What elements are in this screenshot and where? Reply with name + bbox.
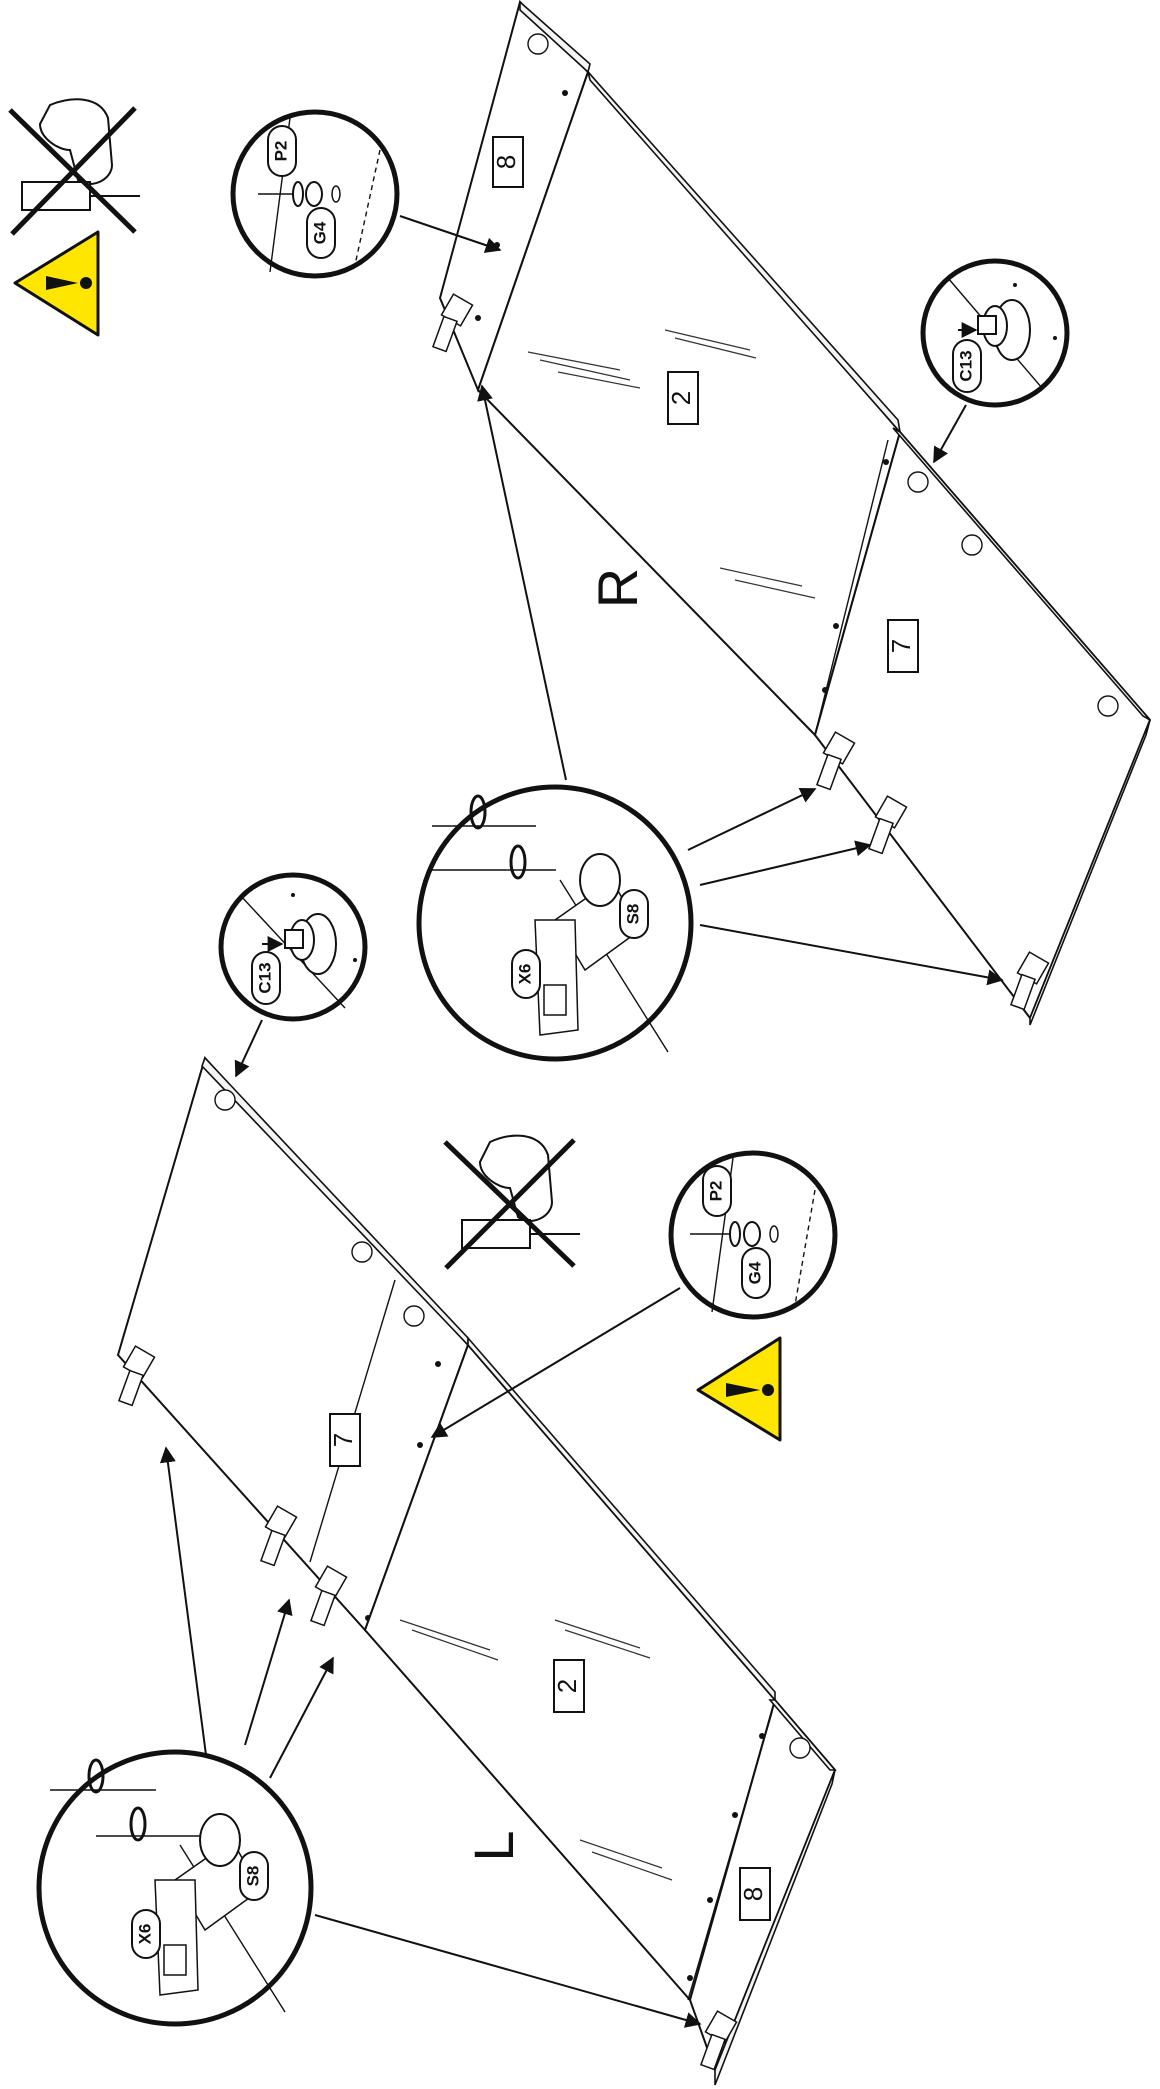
left-knob-code: C13 [251, 951, 281, 1005]
right-door-assembly: 8 2 7 R [431, 0, 1152, 1026]
right-hinge-middle-2 [867, 795, 908, 855]
knob-icon [284, 913, 337, 975]
screw-icon [690, 1221, 779, 1247]
svg-text:7: 7 [886, 639, 916, 653]
svg-text:8: 8 [491, 155, 521, 169]
knob-icon [977, 299, 1031, 361]
left-part-label-7: 7 [328, 1413, 361, 1467]
svg-text:S8: S8 [623, 904, 642, 925]
left-screw-callout: P2 G4 [430, 1150, 838, 1438]
svg-text:X6: X6 [135, 1924, 154, 1945]
svg-text:G4: G4 [310, 221, 329, 244]
warning-left [696, 1336, 782, 1442]
left-side-label: L [462, 1830, 525, 1861]
left-part-label-8: 8 [738, 1867, 771, 1921]
svg-text:C13: C13 [956, 350, 975, 381]
svg-text:X6: X6 [515, 964, 534, 985]
left-part-label-2: 2 [552, 1659, 585, 1713]
svg-text:G4: G4 [745, 1261, 764, 1284]
screwdriver-icon [432, 794, 556, 880]
left-hinge-code-x6: X6 [131, 1909, 161, 1959]
screw-icon [258, 181, 341, 207]
left-hinge-3 [309, 1565, 348, 1627]
screwdriver-icon [50, 1758, 200, 1842]
svg-text:8: 8 [738, 1887, 768, 1901]
svg-text:2: 2 [552, 1679, 582, 1693]
hinge-icon [154, 1813, 261, 1996]
svg-text:C13: C13 [255, 962, 274, 993]
right-washer-code-g4: G4 [306, 207, 336, 259]
left-hinge-code-s8: S8 [239, 1851, 269, 1901]
left-hinge-4 [699, 2010, 738, 2071]
svg-text:S8: S8 [243, 1866, 262, 1887]
warning-right [13, 230, 100, 337]
right-part-label-8: 8 [491, 136, 524, 188]
left-hinge-callout: X6 S8 [36, 1446, 702, 2028]
right-side-label: R [586, 568, 649, 608]
left-hinge-2 [259, 1505, 298, 1567]
right-hinge-middle [815, 731, 856, 791]
right-part-label-7: 7 [886, 619, 919, 673]
no-power-drill-left [443, 1134, 580, 1270]
no-power-drill-right [8, 98, 140, 236]
right-knob-callout: C13 [920, 258, 1070, 464]
svg-text:7: 7 [328, 1433, 358, 1447]
right-knob-code: C13 [952, 339, 982, 393]
no-power-drill-icon [21, 98, 140, 211]
svg-text:2: 2 [666, 391, 696, 405]
right-hinge-bottom [1009, 951, 1050, 1011]
left-door-assembly: 7 2 8 L [116, 1056, 837, 2086]
left-screw-code-p2: P2 [702, 1165, 732, 1217]
svg-text:P2: P2 [271, 141, 290, 162]
svg-text:P2: P2 [706, 1181, 725, 1202]
hinge-icon [534, 853, 641, 1036]
right-hinge-callout: X6 S8 [416, 384, 1004, 1062]
right-hinge-top [431, 293, 474, 353]
right-screw-code-p2: P2 [267, 125, 297, 177]
left-hinge-1 [117, 1345, 156, 1407]
right-hinge-code-s8: S8 [619, 889, 649, 939]
left-washer-code-g4: G4 [741, 1247, 771, 1299]
left-knob-callout: C13 [218, 872, 368, 1078]
right-part-label-2: 2 [666, 371, 699, 425]
right-screw-callout: P2 G4 [230, 109, 502, 279]
right-hinge-code-x6: X6 [511, 949, 541, 999]
